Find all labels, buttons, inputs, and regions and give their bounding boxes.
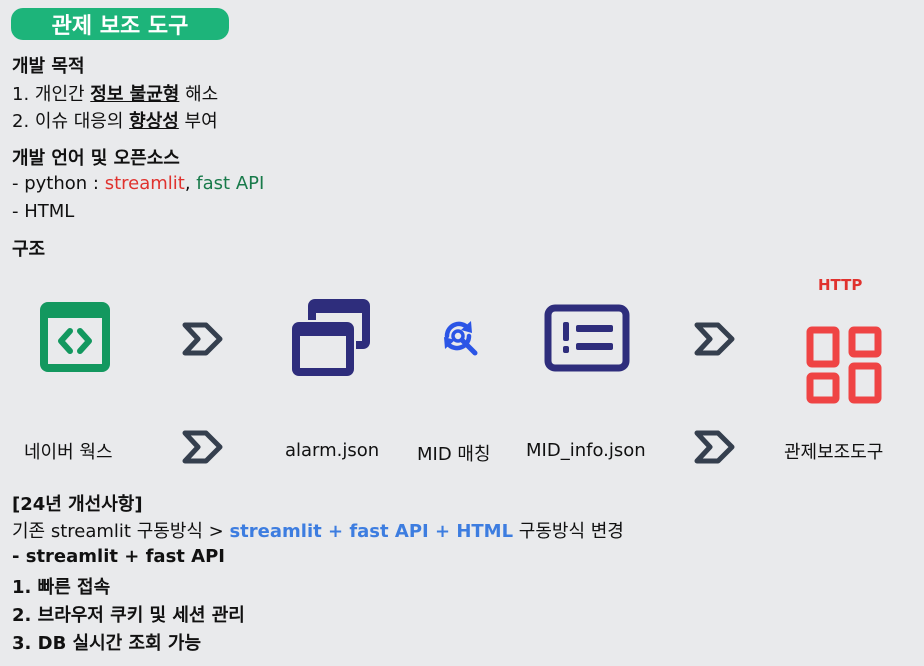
dashboard-grid-icon [806, 326, 882, 404]
sync-search-icon [444, 321, 478, 356]
info-list-icon [544, 304, 630, 372]
purpose-item-2: 2. 이슈 대응의 향상성 부여 [12, 111, 218, 132]
lang-heading: 개발 언어 및 오픈소스 [12, 148, 180, 169]
title-badge: 관제 보조 도구 [11, 8, 229, 40]
caption-mid-matching: MID 매칭 [417, 444, 491, 465]
purpose-heading: 개발 목적 [12, 56, 85, 77]
changes-item-stack: - streamlit + fast API [12, 546, 225, 567]
structure-heading: 구조 [12, 239, 46, 260]
purpose-item-1-emphasis: 정보 불균형 [90, 84, 180, 105]
caption-control-tool: 관제보조도구 [784, 442, 884, 463]
chevron-right-icon [182, 322, 223, 356]
caption-alarm-json: alarm.json [285, 440, 380, 461]
windows-icon [290, 299, 370, 378]
purpose-item-2-emphasis: 향상성 [129, 111, 179, 132]
http-label: HTTP [818, 276, 863, 294]
streamlit-label: streamlit [104, 173, 185, 194]
caption-mid-info-json: MID_info.json [526, 440, 646, 461]
caption-naver-works: 네이버 웍스 [24, 442, 113, 463]
fastapi-label: fast API [196, 173, 265, 194]
lang-python: - python : streamlit, fast API [12, 173, 265, 194]
changes-item-1: 1. 빠른 접속 [12, 577, 111, 598]
chevron-right-icon [694, 430, 735, 464]
changes-summary: 기존 streamlit 구동방식 > streamlit + fast API… [12, 521, 624, 542]
changes-item-2: 2. 브라우저 쿠키 및 세션 관리 [12, 605, 245, 626]
chevron-right-icon [182, 430, 223, 464]
changes-heading: [24년 개선사항] [12, 494, 143, 515]
changes-item-3: 3. DB 실시간 조회 가능 [12, 633, 202, 654]
lang-html: - HTML [12, 201, 75, 222]
chevron-right-icon [694, 322, 735, 356]
new-stack-label: streamlit + fast API + HTML [229, 521, 514, 542]
code-window-icon [40, 302, 110, 372]
purpose-item-1: 1. 개인간 정보 불균형 해소 [12, 84, 219, 105]
